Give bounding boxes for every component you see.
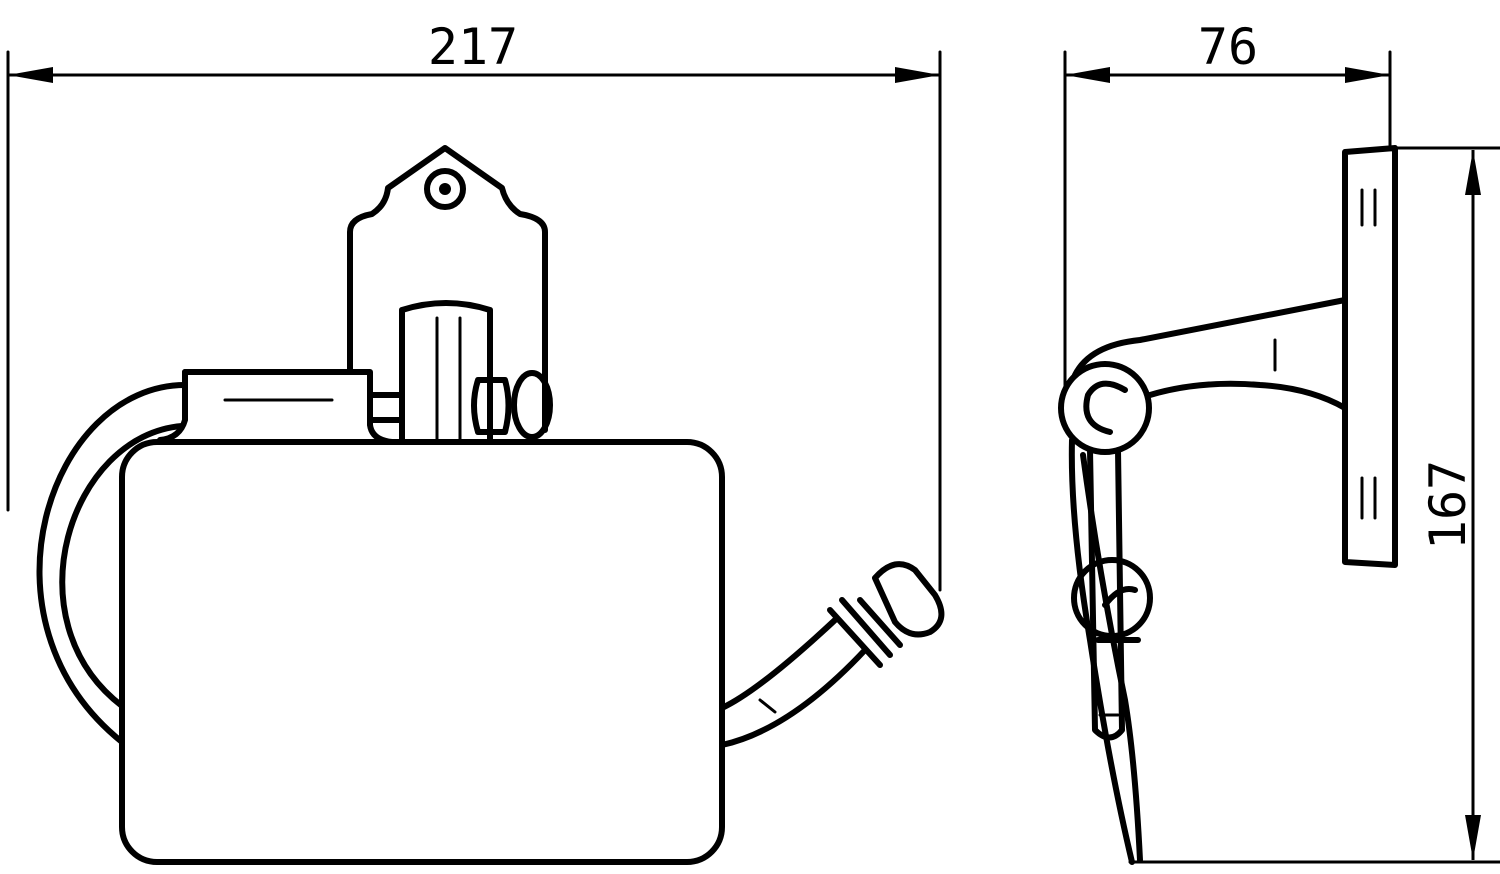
roll-arm — [36, 382, 188, 745]
spindle-knob-neck — [857, 597, 903, 648]
dimension-label-depth: 76 — [1198, 18, 1258, 76]
side-knob — [1071, 557, 1153, 639]
side-wall-plate — [1342, 145, 1398, 568]
side-arm — [1072, 297, 1348, 411]
dimension-label-width: 217 — [428, 18, 518, 76]
wall-plate — [347, 145, 548, 433]
side-hinge — [1058, 361, 1152, 455]
dimension-depth-76: 76 — [1063, 18, 1392, 392]
dimension-label-height: 167 — [1419, 460, 1477, 550]
cover — [119, 439, 725, 865]
side-cover — [1068, 437, 1143, 865]
spindle-arm — [719, 617, 868, 748]
side-spindle — [1087, 447, 1125, 741]
cover-top — [182, 369, 395, 445]
roll-arm-inner — [59, 423, 185, 709]
spindle-arm-detail-line — [758, 698, 777, 714]
post — [399, 300, 493, 443]
front-view — [36, 145, 945, 865]
side-knob — [511, 370, 553, 440]
dimension-height-167: 167 — [1128, 146, 1500, 864]
side-plate-detail-lines — [1360, 188, 1377, 520]
side-hinge-inner — [1083, 380, 1128, 435]
side-knob-detail — [1102, 586, 1138, 608]
spindle-knob — [872, 561, 945, 638]
dimension-width-217: 217 — [6, 18, 942, 592]
mounting-screw-center — [439, 183, 451, 195]
post-connector — [367, 392, 405, 423]
spindle-collar — [827, 597, 893, 668]
knob-collar — [471, 377, 512, 435]
side-view — [1058, 145, 1398, 865]
mounting-screw-icon — [424, 168, 466, 210]
